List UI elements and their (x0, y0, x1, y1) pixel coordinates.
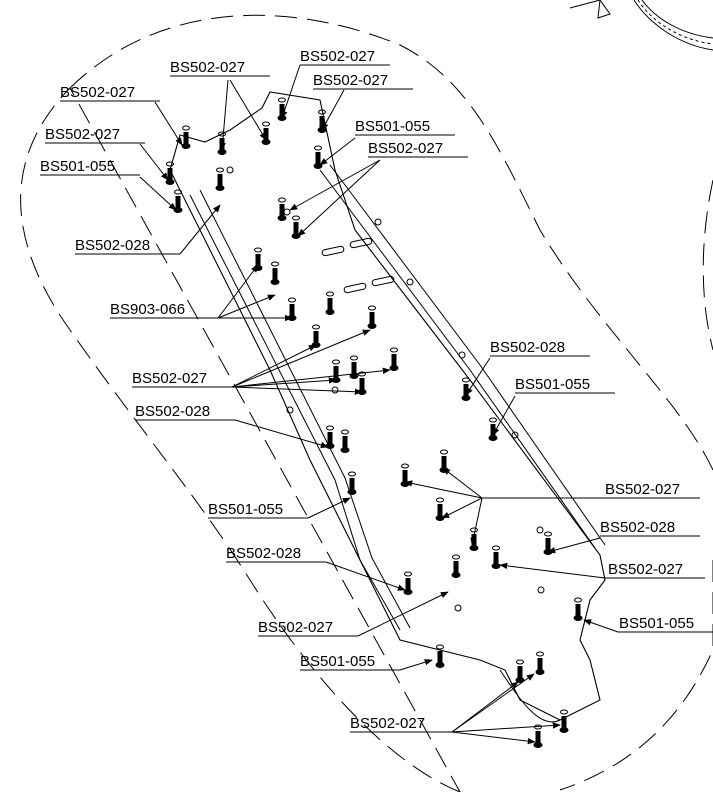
screw-icon (367, 305, 377, 329)
part-label: BS501-055 (208, 501, 283, 518)
part-label: BS502-027 (605, 481, 680, 498)
screw-icon (559, 709, 569, 733)
part-label: BS502-028 (135, 403, 210, 420)
screw-icon (535, 651, 545, 675)
part-label: BS501-055 (619, 615, 694, 632)
screw-icon (331, 359, 341, 383)
screw-icon (573, 597, 583, 621)
leader-lines (40, 64, 713, 745)
screw-icon (325, 291, 335, 315)
screw-icon (277, 197, 287, 221)
screw-icon (313, 145, 323, 169)
part-label: BS502-027 (608, 561, 683, 578)
part-label: BS502-027 (313, 72, 388, 89)
part-label: BS903-066 (110, 301, 185, 318)
screw-icon (261, 121, 271, 145)
screw-icon (347, 471, 357, 495)
screw-icon (389, 347, 399, 371)
part-label: BS502-028 (600, 519, 675, 536)
screw-icon (340, 429, 350, 453)
screw-icon (451, 554, 461, 578)
screw-icon (533, 724, 543, 748)
screw-icon (349, 355, 359, 379)
screw-icon (435, 644, 445, 668)
screw-icon (217, 131, 227, 155)
part-label: BS501-055 (515, 376, 590, 393)
screw-icon (491, 545, 501, 569)
screw-icon (469, 527, 479, 551)
part-label: BS502-028 (75, 237, 150, 254)
screw-icon (403, 571, 413, 595)
screw-icon (215, 167, 225, 191)
screw-icon (311, 324, 321, 348)
part-label: BS501-055 (300, 653, 375, 670)
part-label: BS502-027 (258, 619, 333, 636)
part-label: BS502-028 (226, 545, 301, 562)
part-label: BS502-027 (45, 126, 120, 143)
bracket-plate (169, 91, 606, 721)
part-label: BS502-027 (368, 140, 443, 157)
plate-slots (321, 237, 395, 294)
part-label: BS502-027 (60, 84, 135, 101)
part-label: BS502-027 (170, 59, 245, 76)
wheel-fragment (569, 0, 713, 51)
screw-icon (165, 161, 175, 185)
screw-icon (400, 463, 410, 487)
dashed-boundary (20, 14, 713, 792)
part-label: BS502-027 (350, 715, 425, 732)
screw-icon (270, 261, 280, 285)
screw-icon (181, 125, 191, 149)
part-label: BS502-028 (490, 339, 565, 356)
part-label: BS501-055 (40, 158, 115, 175)
part-label: BS501-055 (355, 118, 430, 135)
screw-icon (253, 247, 263, 271)
dashed-boundary-right (702, 179, 713, 351)
screw-icon (325, 425, 335, 449)
screw-icon (515, 659, 525, 683)
part-label: BS502-027 (132, 370, 207, 387)
part-label: BS502-027 (300, 48, 375, 65)
part-labels: BS502-027 BS502-027 BS502-027 BS502-027 … (40, 48, 694, 732)
screw-icon (439, 449, 449, 473)
